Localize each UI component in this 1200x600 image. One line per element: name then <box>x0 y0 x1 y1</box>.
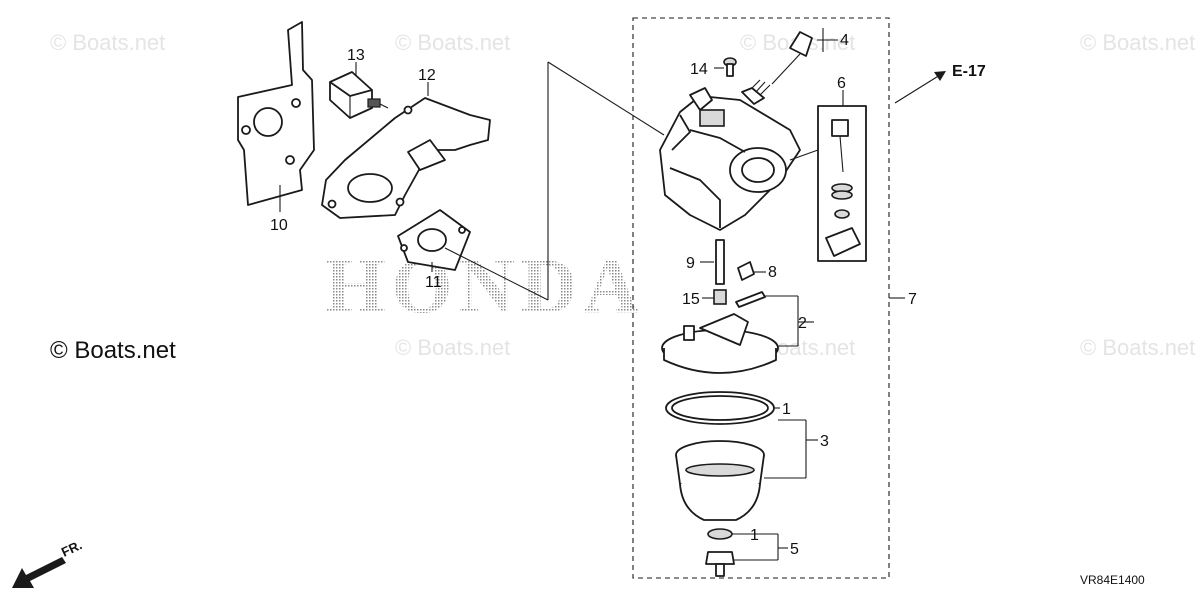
part-gasket-10 <box>237 21 315 212</box>
part-jet-15 <box>702 289 727 305</box>
carburetor-body <box>659 87 801 231</box>
callout-part-8: 8 <box>768 264 777 281</box>
callout-part-15: 15 <box>682 291 700 308</box>
callout-part-11: 11 <box>425 274 442 291</box>
callout-part-5: 5 <box>790 541 799 558</box>
diagram-code: VR84E1400 <box>1080 573 1145 587</box>
callout-part-13: 13 <box>347 47 365 64</box>
watermark-main: © Boats.net <box>50 337 176 364</box>
watermark: © Boats.net <box>395 335 510 360</box>
part-insulator-12 <box>321 82 491 219</box>
part-screw-4 <box>741 28 838 105</box>
callout-part-3: 3 <box>820 433 829 450</box>
part-screw-14 <box>714 57 737 77</box>
callout-part-4: 4 <box>840 32 849 49</box>
callout-part-12: 12 <box>418 67 436 84</box>
callout-part-14: 14 <box>690 61 708 78</box>
callout-part-1-washer: 1 <box>750 527 759 544</box>
reference-label: E-17 <box>952 63 986 80</box>
watermark: © Boats.net <box>395 30 510 55</box>
part-gasket-11 <box>397 209 471 272</box>
carburetor-float <box>661 313 779 374</box>
callout-part-2: 2 <box>798 315 807 332</box>
watermark: © Boats.net <box>1080 335 1195 360</box>
reference-arrow <box>894 71 946 104</box>
assembly-callout: 7 <box>908 291 917 308</box>
part-washer-1b <box>707 528 733 540</box>
callout-part-6: 6 <box>837 75 846 92</box>
part-solenoid-13 <box>329 62 389 119</box>
brand-mark: HONDA <box>325 242 645 329</box>
watermark: © Boats.net <box>1080 30 1195 55</box>
part-oring-1a <box>665 391 775 425</box>
callout-part-1-oring: 1 <box>782 401 791 418</box>
callout-part-10: 10 <box>270 217 288 234</box>
part-plug-8 <box>737 261 766 281</box>
watermark: © Boats.net <box>50 30 165 55</box>
callout-part-9: 9 <box>686 255 695 272</box>
part-jet-9 <box>700 239 725 285</box>
front-label: FR. <box>59 537 84 559</box>
float-bowl <box>675 440 765 521</box>
front-arrow-icon <box>12 557 66 588</box>
bowl-bolt <box>705 551 735 577</box>
part-kit-6 <box>789 90 867 262</box>
